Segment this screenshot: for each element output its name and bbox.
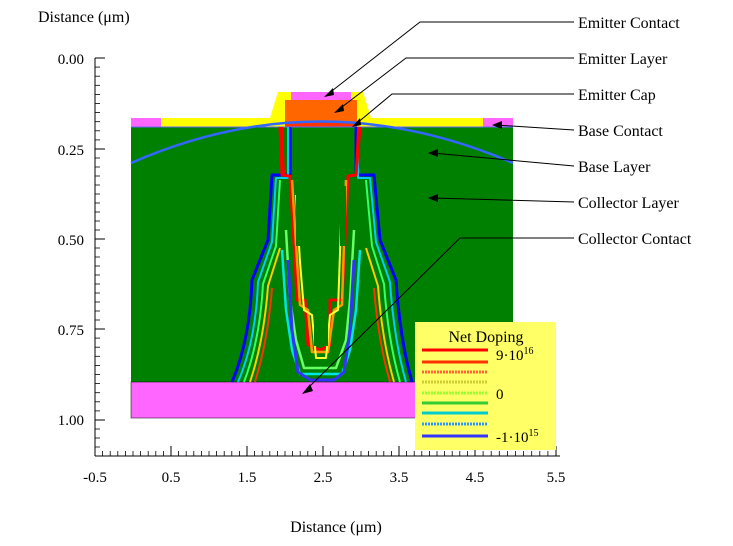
base-layer-contour <box>130 120 514 165</box>
leader-collector-layer <box>431 197 575 203</box>
x-tick-label: 1.5 <box>238 470 257 486</box>
emitter-well-right-slot <box>340 186 346 246</box>
legend-swatches <box>422 348 488 438</box>
x-tick-label: 0.5 <box>162 470 181 486</box>
leader-emitter-contact <box>327 21 574 95</box>
contour-cyan <box>237 127 407 383</box>
minor-ticks <box>95 66 549 456</box>
contour-right-vertical-red <box>355 126 359 176</box>
annotation-arrowheads <box>302 88 502 394</box>
doping-contours <box>230 126 414 383</box>
leader-base-layer <box>431 152 575 167</box>
base-contact-left-pad <box>131 118 161 127</box>
legend-label-top: 9·1016 <box>496 346 534 364</box>
base-contact-right-pad <box>483 118 513 127</box>
annotation-label: Base Layer <box>578 159 651 176</box>
net-doping-legend: Net Doping 9·1016 0 -1·1015 <box>415 322 556 450</box>
y-tick-label: 0.00 <box>58 52 84 68</box>
emitter-layer-region <box>285 100 357 122</box>
emitter-cap-region <box>285 122 357 127</box>
legend-background <box>415 322 556 450</box>
annotation-label: Base Contact <box>578 123 663 140</box>
x-tick-label: 5.5 <box>547 470 566 486</box>
annotation-callouts: Emitter Contact Emitter Layer Emitter Ca… <box>578 15 692 248</box>
arrowhead <box>324 88 334 97</box>
contour-red-outer <box>254 287 391 383</box>
arrowhead <box>428 194 438 202</box>
arrowhead <box>492 121 502 129</box>
y-tick-label: 0.25 <box>58 143 84 159</box>
contour-cyan-inner <box>280 249 362 376</box>
leader-collector-contact <box>305 237 574 391</box>
annotation-label: Emitter Cap <box>578 87 656 104</box>
axes <box>94 57 560 457</box>
contour-blue-outer <box>230 127 414 383</box>
emitter-contact-region <box>291 92 351 100</box>
leader-base-contact <box>495 124 575 131</box>
contour-red-inner <box>278 126 362 352</box>
x-tick-label: -0.5 <box>83 470 107 486</box>
annotation-label: Emitter Contact <box>578 15 680 32</box>
emitter-well-core <box>314 318 328 346</box>
y-major-ticks <box>95 57 105 421</box>
y-axis-title: Distance (μm) <box>38 9 130 26</box>
contour-orange-inner <box>290 179 348 354</box>
contour-yellow <box>249 247 395 383</box>
arrowhead <box>352 118 361 127</box>
x-tick-label: 4.5 <box>466 470 485 486</box>
contour-left-vertical-red <box>281 126 285 176</box>
contour-blue-inner <box>286 259 356 382</box>
legend-title: Net Doping <box>448 329 523 346</box>
annotation-label: Collector Layer <box>578 195 680 212</box>
annotation-label: Emitter Layer <box>578 51 668 68</box>
contour-green <box>243 179 401 383</box>
x-tick-label: 3.5 <box>390 470 409 486</box>
y-tick-label: 1.00 <box>58 413 84 429</box>
leader-emitter-layer <box>337 57 574 111</box>
leader-emitter-cap <box>355 93 574 125</box>
y-tick-label: 0.75 <box>58 323 84 339</box>
y-tick-label: 0.50 <box>58 233 84 249</box>
arrowhead <box>334 104 344 113</box>
annotation-label: Collector Contact <box>578 231 692 248</box>
x-axis-title: Distance (μm) <box>290 519 382 536</box>
legend-label-bottom: -1·1015 <box>496 428 539 446</box>
contour-yellow-inner <box>295 194 343 359</box>
x-tick-label: 2.5 <box>314 470 333 486</box>
device-structure <box>130 92 514 419</box>
arrowhead <box>428 149 438 157</box>
annotation-leader-lines <box>305 21 575 391</box>
emitter-well-left-slot <box>296 186 302 246</box>
legend-label-mid: 0 <box>496 387 504 403</box>
arrowhead <box>302 384 313 394</box>
